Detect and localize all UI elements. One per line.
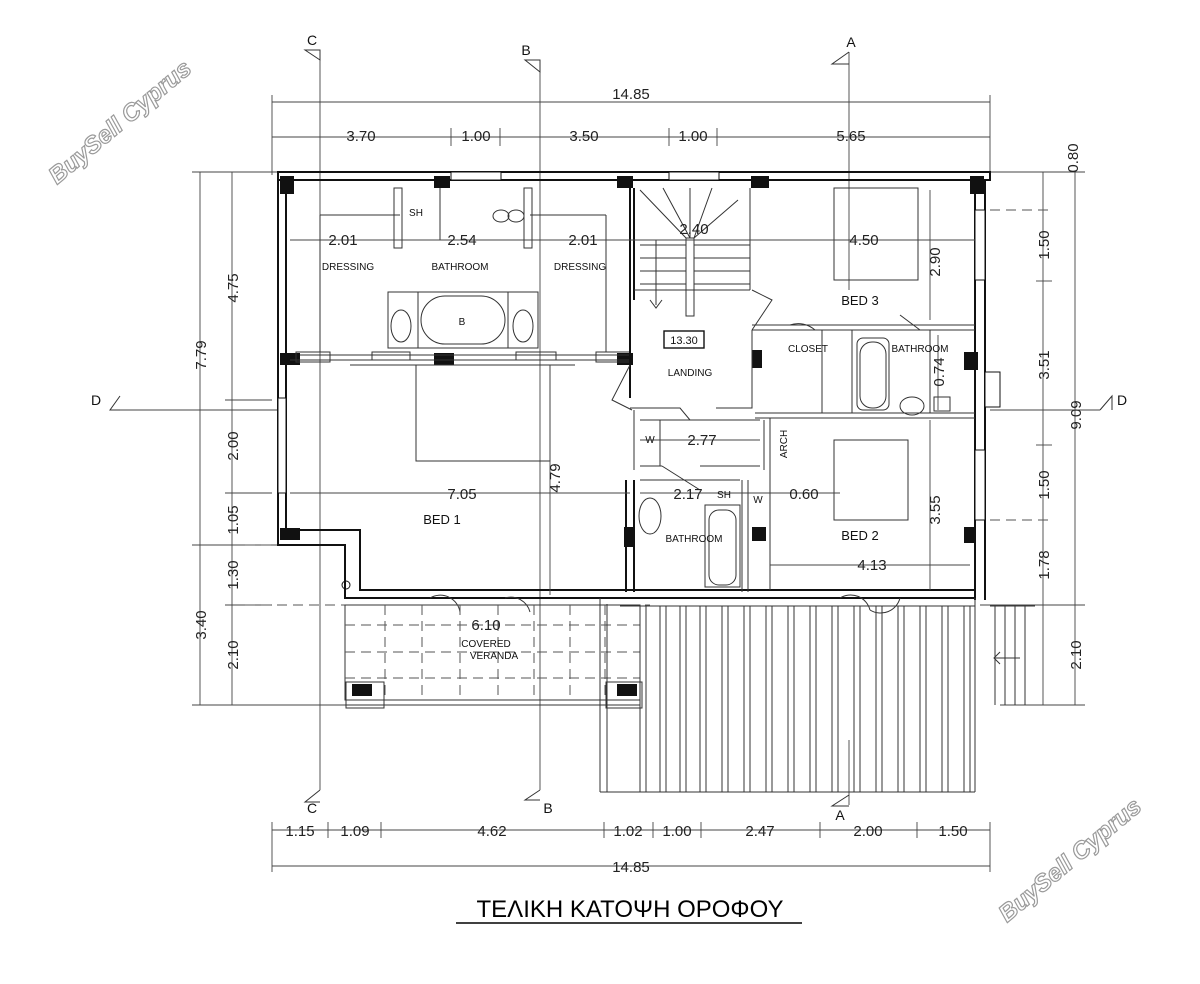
room-bathroom-bed3: BATHROOM: [891, 344, 948, 355]
dim-right-1: 1.50: [1036, 230, 1053, 259]
dim-bottom-2: 1.09: [340, 823, 369, 840]
dim-dressing-left: 2.01: [328, 232, 357, 249]
dim-stair: 2.40: [679, 221, 708, 238]
dim-left-overall: 7.79: [193, 340, 210, 369]
room-arch: ARCH: [779, 430, 790, 458]
dim-bed2-width: 4.13: [857, 557, 886, 574]
drawing-title: ΤΕΛΙΚΗ ΚΑΤΟΨΗ ΟΡΟΦΟΥ: [477, 896, 784, 923]
dim-bed1-height: 4.79: [547, 463, 564, 492]
pergola: [599, 598, 1035, 793]
dim-right-2: 3.51: [1036, 350, 1053, 379]
dim-right-overall: 9.09: [1068, 400, 1085, 429]
dim-bed2-height: 3.55: [927, 495, 944, 524]
interior-dimension-lines: [290, 190, 975, 595]
dim-bottom-1: 1.15: [285, 823, 314, 840]
section-c-bottom: C: [307, 800, 317, 816]
section-b-top: B: [521, 42, 530, 58]
dim-bottom-6: 2.47: [745, 823, 774, 840]
room-closet: CLOSET: [788, 344, 828, 355]
dim-top-1: 3.70: [346, 128, 375, 145]
room-bath-b: B: [459, 317, 466, 328]
dim-bed3-height: 2.90: [927, 247, 944, 276]
room-shower-master: SH: [409, 208, 423, 219]
dim-bottom-total: 14.85: [612, 859, 650, 876]
room-veranda-2: VERANDA: [470, 651, 519, 662]
dim-right-3: 1.50: [1036, 470, 1053, 499]
section-c-top: C: [307, 32, 317, 48]
dim-corridor: 2.77: [687, 432, 716, 449]
structural-columns: [280, 176, 984, 696]
section-lines: [109, 49, 1113, 807]
dim-left-3: 1.05: [225, 505, 242, 534]
dim-top-4: 1.00: [678, 128, 707, 145]
dim-bottom-8: 1.50: [938, 823, 967, 840]
dim-right-4: 1.78: [1036, 550, 1053, 579]
room-landing: LANDING: [668, 368, 713, 379]
dim-left-4: 1.30: [225, 560, 242, 589]
dim-bed1-width: 7.05: [447, 486, 476, 503]
dim-top-total: 14.85: [612, 86, 650, 103]
room-w-1: W: [645, 435, 655, 446]
landing-level: 13.30: [670, 335, 698, 347]
dim-dressing-right: 2.01: [568, 232, 597, 249]
dim-left-1: 4.75: [225, 273, 242, 302]
dim-w-width: 0.60: [789, 486, 818, 503]
dim-top-2: 1.00: [461, 128, 490, 145]
section-b-bottom: B: [543, 800, 552, 816]
room-bed-1: BED 1: [423, 512, 461, 527]
room-bed-2: BED 2: [841, 528, 879, 543]
room-bed-3: BED 3: [841, 293, 879, 308]
room-bathroom-small: BATHROOM: [665, 534, 722, 545]
dim-right-5: 2.10: [1068, 640, 1085, 669]
section-d-right: D: [1117, 392, 1127, 408]
dim-bath3-width: 2.17: [673, 486, 702, 503]
drain-circle: [341, 580, 351, 590]
room-w-2: W: [753, 495, 763, 506]
interior-walls: [290, 187, 975, 614]
dim-top-3: 3.50: [569, 128, 598, 145]
room-master-bathroom: BATHROOM: [431, 262, 488, 273]
section-a-bottom: A: [835, 807, 845, 823]
watermark-bottom-right: BuySell Cyprus: [994, 793, 1147, 928]
dim-bed3-width: 4.50: [849, 232, 878, 249]
outer-walls: [277, 171, 1001, 600]
dim-bottom-4: 1.02: [613, 823, 642, 840]
watermark-top-left: BuySell Cyprus: [44, 55, 197, 190]
dim-bath2-height: 0.74: [931, 357, 948, 386]
section-a-top: A: [846, 34, 856, 50]
section-d-left: D: [91, 392, 101, 408]
room-dressing-left: DRESSING: [322, 262, 374, 273]
dimension-lines: [192, 95, 1085, 872]
dim-bottom-5: 1.00: [662, 823, 691, 840]
landing-level-box: [663, 330, 705, 349]
room-shower-small: SH: [717, 490, 731, 501]
dim-bottom-3: 4.62: [477, 823, 506, 840]
dim-top-5: 5.65: [836, 128, 865, 145]
dim-master-bath: 2.54: [447, 232, 476, 249]
dim-right-top: 0.80: [1065, 143, 1082, 172]
dim-left-overall-2: 3.40: [193, 610, 210, 639]
dim-veranda: 6.10: [471, 617, 500, 634]
room-veranda-1: COVERED: [461, 639, 510, 650]
dim-bottom-7: 2.00: [853, 823, 882, 840]
dim-left-2: 2.00: [225, 431, 242, 460]
dim-left-5: 2.10: [225, 640, 242, 669]
room-dressing-right: DRESSING: [554, 262, 606, 273]
